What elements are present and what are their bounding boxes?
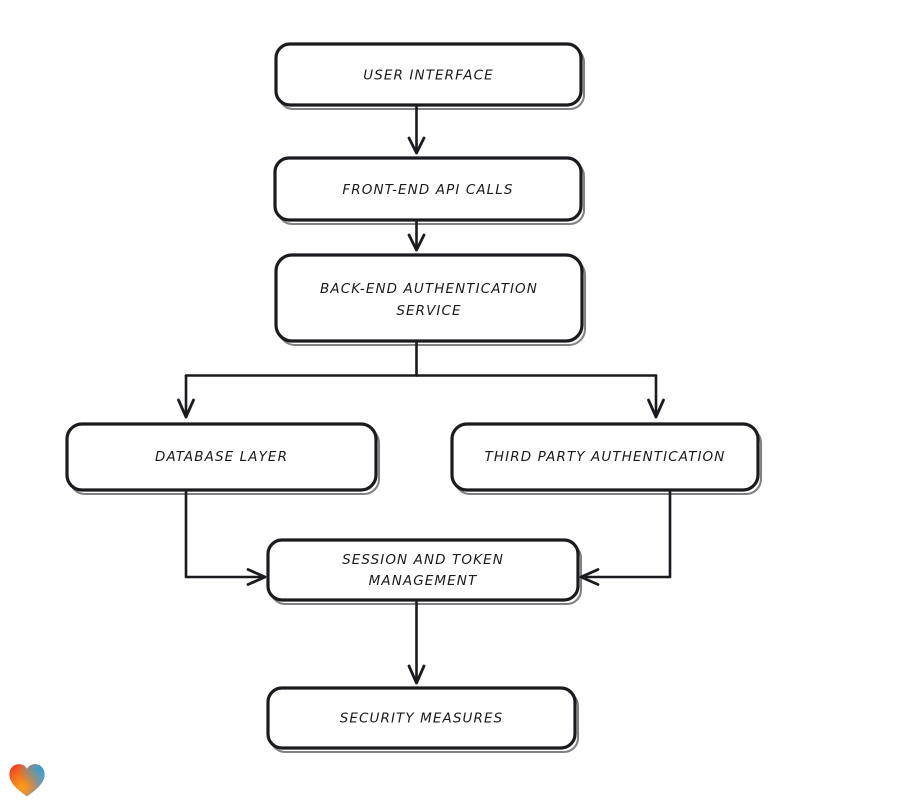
heart-icon	[9, 764, 45, 797]
node-front-end-api-calls-label: FRONT-END API CALLS	[342, 182, 513, 198]
node-database-layer-label: DATABASE LAYER	[155, 449, 288, 465]
edge-session-token-mgmt-to-security-measures	[407, 598, 426, 685]
node-back-end-auth-service-box[interactable]	[274, 253, 584, 343]
node-session-token-mgmt-label-line2: MANAGEMENT	[369, 573, 478, 589]
edge-third-party-auth-to-session-token-mgmt	[579, 488, 672, 586]
node-front-end-api-calls[interactable]: FRONT-END API CALLS	[273, 156, 586, 226]
edge-user-interface-to-front-end-api-calls	[407, 103, 426, 155]
edge-back-end-auth-service-fork-bus	[184, 339, 658, 377]
node-security-measures-label: SECURITY MEASURES	[340, 711, 504, 727]
node-layer: USER INTERFACE FRONT-END API CALLS BACK-…	[65, 42, 763, 754]
edge-database-layer-to-session-token-mgmt	[184, 488, 267, 586]
node-database-layer[interactable]: DATABASE LAYER	[65, 422, 381, 496]
node-third-party-auth[interactable]: THIRD PARTY AUTHENTICATION	[450, 422, 763, 496]
edge-fork-to-third-party-auth	[647, 374, 665, 419]
node-security-measures-box[interactable]	[266, 686, 577, 750]
node-back-end-auth-service-label-line2: SERVICE	[396, 303, 461, 319]
node-session-token-mgmt-label-line1: SESSION AND TOKEN	[342, 552, 504, 568]
node-session-token-mgmt-box[interactable]	[266, 538, 580, 602]
node-third-party-auth-box[interactable]	[450, 422, 760, 492]
edge-fork-to-database-layer	[177, 374, 195, 419]
heart-icon-fill	[9, 764, 45, 797]
node-database-layer-box[interactable]	[65, 422, 378, 492]
node-user-interface-box[interactable]	[274, 42, 583, 107]
node-session-token-mgmt[interactable]: SESSION AND TOKEN MANAGEMENT	[266, 538, 583, 606]
node-front-end-api-calls-box[interactable]	[273, 156, 583, 222]
node-back-end-auth-service-label-line1: BACK-END AUTHENTICATION	[320, 281, 538, 297]
node-user-interface-label: USER INTERFACE	[363, 68, 493, 84]
node-security-measures[interactable]: SECURITY MEASURES	[266, 686, 580, 754]
node-third-party-auth-label: THIRD PARTY AUTHENTICATION	[485, 449, 726, 465]
node-back-end-auth-service[interactable]: BACK-END AUTHENTICATION SERVICE	[274, 253, 587, 347]
node-user-interface[interactable]: USER INTERFACE	[274, 42, 586, 111]
